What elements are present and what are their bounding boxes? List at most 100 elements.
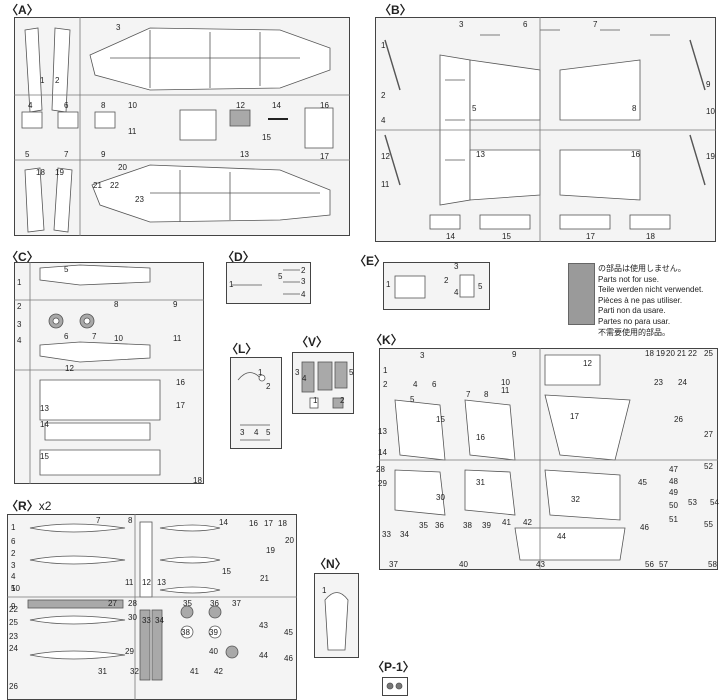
k-num-34: 34 <box>400 530 409 539</box>
r-num-4: 4 <box>11 572 16 581</box>
b-num-11: 11 <box>381 180 390 189</box>
l-num-1: 1 <box>258 368 263 377</box>
k-num-10: 10 <box>501 378 510 387</box>
k-num-11: 11 <box>501 386 510 395</box>
c-num-13: 13 <box>40 404 49 413</box>
k-num-13: 13 <box>378 427 387 436</box>
d-num-3: 3 <box>301 277 306 286</box>
k-num-57: 57 <box>659 560 668 569</box>
k-num-41: 41 <box>502 518 511 527</box>
k-num-36: 36 <box>435 521 444 530</box>
c-num-7: 7 <box>92 332 97 341</box>
r-num-40: 40 <box>209 647 218 656</box>
r-num-15: 15 <box>222 567 231 576</box>
r-num-43: 43 <box>259 621 268 630</box>
a-num-6: 6 <box>64 101 69 110</box>
a-num-2: 2 <box>55 76 60 85</box>
b-num-2: 2 <box>381 91 386 100</box>
c-num-10: 10 <box>114 334 123 343</box>
notice-line-de: Teile werden nicht verwendet. <box>598 285 704 295</box>
k-num-47: 47 <box>669 465 678 474</box>
e-num-2: 2 <box>444 276 449 285</box>
notice-line-it: Parti non da usare. <box>598 306 666 316</box>
b-num-6: 6 <box>523 20 528 29</box>
k-num-28: 28 <box>376 465 385 474</box>
b-num-13: 13 <box>476 150 485 159</box>
sprue-label-e: 〈E〉 <box>354 254 387 268</box>
r-num-1: 1 <box>11 523 16 532</box>
r-num-38: 38 <box>181 628 190 637</box>
c-num-11: 11 <box>173 334 182 343</box>
k-num-37: 37 <box>389 560 398 569</box>
l-num-3: 3 <box>240 428 245 437</box>
r-num-9: 9 <box>11 602 16 611</box>
sprue-frame-e <box>383 262 490 310</box>
r-num-33: 33 <box>142 616 151 625</box>
k-num-38: 38 <box>463 521 472 530</box>
k-num-31: 31 <box>476 478 485 487</box>
r-num-31: 31 <box>98 667 107 676</box>
r-num-11: 11 <box>125 578 134 587</box>
k-num-18: 18 <box>645 349 654 358</box>
a-num-22: 22 <box>110 181 119 190</box>
a-num-16: 16 <box>320 101 329 110</box>
k-num-58: 58 <box>708 560 717 569</box>
notice-line-fr: Pièces à ne pas utiliser. <box>598 295 683 305</box>
v-num-2: 2 <box>340 396 345 405</box>
r-num-19: 19 <box>266 546 275 555</box>
k-num-14: 14 <box>378 448 387 457</box>
sprue-label-v: 〈V〉 <box>296 335 329 349</box>
r-num-17: 17 <box>264 519 273 528</box>
r-num-7: 7 <box>96 516 101 525</box>
c-num-8: 8 <box>114 300 119 309</box>
k-num-5: 5 <box>410 395 415 404</box>
c-num-16: 16 <box>176 378 185 387</box>
a-num-18: 18 <box>36 168 45 177</box>
r-num-42: 42 <box>214 667 223 676</box>
r-num-28: 28 <box>128 599 137 608</box>
k-num-53: 53 <box>688 498 697 507</box>
k-num-12: 12 <box>583 359 592 368</box>
k-num-52: 52 <box>704 462 713 471</box>
b-num-18: 18 <box>646 232 655 241</box>
r-num-5: 5 <box>11 584 16 593</box>
notice-line-es: Partes no para usar. <box>598 316 671 326</box>
k-num-19: 19 <box>656 349 665 358</box>
a-num-4: 4 <box>28 101 33 110</box>
b-num-7: 7 <box>593 20 598 29</box>
r-num-34: 34 <box>155 616 164 625</box>
l-num-4: 4 <box>254 428 259 437</box>
k-num-30: 30 <box>436 493 445 502</box>
k-num-26: 26 <box>674 415 683 424</box>
sprue-frame-b <box>375 17 716 242</box>
d-num-4: 4 <box>301 290 306 299</box>
a-num-21: 21 <box>93 181 102 190</box>
notice-line-en: Parts not for use. <box>598 274 659 284</box>
k-num-1: 1 <box>383 366 388 375</box>
unused-parts-notice: の部品は使用しません。 Parts not for use. Teile wer… <box>598 264 703 338</box>
a-num-12: 12 <box>236 101 245 110</box>
r-num-18: 18 <box>278 519 287 528</box>
r-num-13: 13 <box>157 578 166 587</box>
sprue-frame-n <box>314 573 359 658</box>
v-num-5: 5 <box>349 368 354 377</box>
d-num-5: 5 <box>278 272 283 281</box>
b-num-19: 19 <box>706 152 715 161</box>
r-num-10: 10 <box>11 584 20 593</box>
c-num-18: 18 <box>193 476 202 485</box>
c-num-2: 2 <box>17 302 22 311</box>
k-num-2: 2 <box>383 380 388 389</box>
r-num-23: 23 <box>9 632 18 641</box>
k-num-39: 39 <box>482 521 491 530</box>
r-num-45: 45 <box>284 628 293 637</box>
k-num-17: 17 <box>570 412 579 421</box>
k-num-16: 16 <box>476 433 485 442</box>
k-num-8: 8 <box>484 390 489 399</box>
b-num-3: 3 <box>459 20 464 29</box>
r-num-32: 32 <box>130 667 139 676</box>
sprue-label-a: 〈A〉 <box>6 3 39 17</box>
c-num-3: 3 <box>17 320 22 329</box>
a-num-15: 15 <box>262 133 271 142</box>
k-num-9: 9 <box>512 350 517 359</box>
b-num-17: 17 <box>586 232 595 241</box>
